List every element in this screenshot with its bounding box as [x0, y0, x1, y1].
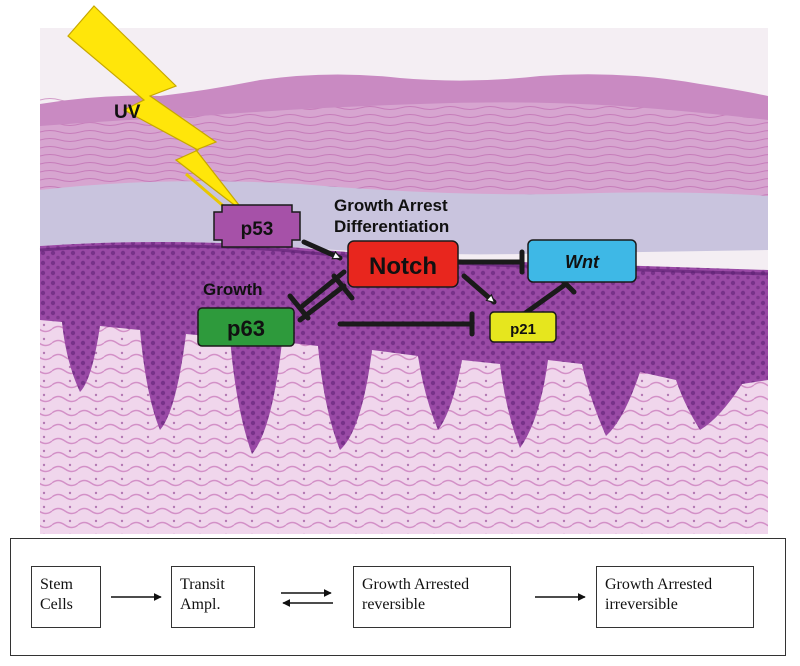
p21-label: p21: [510, 321, 536, 338]
wnt-node: Wnt: [527, 239, 637, 283]
stage-growth-arrested-irreversible: Growth Arrested irreversible: [596, 566, 754, 628]
stage-label-line1: Transit: [180, 576, 225, 593]
stage-label-line2: Ampl.: [180, 596, 221, 613]
stage-growth-arrested-reversible: Growth Arrested reversible: [353, 566, 511, 628]
p53-label: p53: [241, 219, 274, 240]
p21-node: p21: [489, 311, 557, 343]
notch-effect-line1: Growth Arrest: [334, 196, 448, 215]
stage-stem-cells: Stem Cells: [31, 566, 101, 628]
differentiation-stages-legend: Stem Cells Transit Ampl. Growth Arrested…: [10, 538, 786, 656]
stage-label-line2: reversible: [362, 596, 426, 613]
notch-node: Notch: [347, 240, 459, 288]
edge-notch-p21: [461, 273, 497, 305]
stage-label-line1: Growth Arrested: [362, 576, 470, 593]
uv-to-p53-line: [185, 172, 229, 212]
stage-label-line2: irreversible: [605, 596, 678, 613]
notch-label: Notch: [369, 253, 437, 280]
edges: [287, 239, 577, 337]
notch-effect-line2: Differentiation: [334, 217, 449, 236]
p63-node: p63: [197, 307, 295, 347]
edge-p63-notch-bar: [331, 273, 355, 301]
edge-p21-wnt: [521, 281, 569, 317]
p53-node: p53: [213, 204, 301, 248]
stage-label-line1: Growth Arrested: [605, 576, 713, 593]
stage-label-line1: Stem: [40, 576, 73, 593]
growth-label: Growth: [203, 280, 263, 299]
stage-label-line2: Cells: [40, 596, 73, 613]
edge-p53-notch: [301, 239, 343, 261]
wnt-label: Wnt: [565, 252, 600, 272]
p63-label: p63: [227, 316, 265, 341]
edge-p63-notch: [297, 283, 347, 323]
uv-stimulus: UV: [67, 5, 247, 215]
lightning-bolt-icon: [67, 5, 247, 215]
stage-transit-amplifying: Transit Ampl.: [171, 566, 255, 628]
uv-label: UV: [114, 102, 141, 123]
